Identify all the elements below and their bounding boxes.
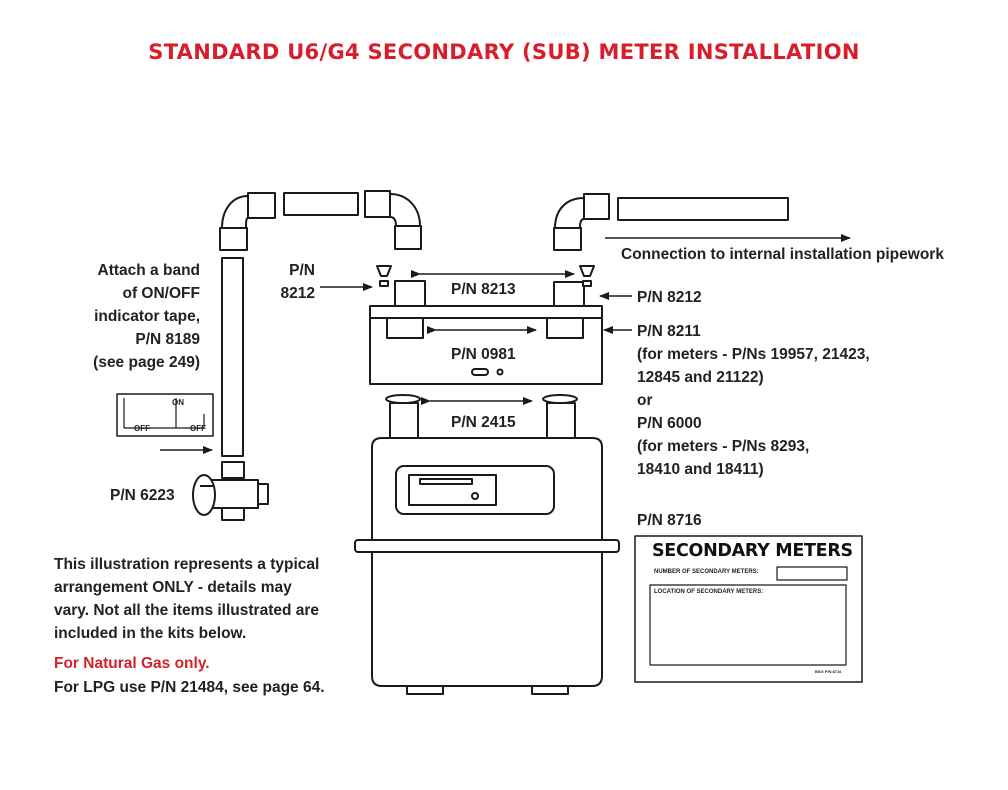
pn-8212-right-label: P/N 8212 — [637, 289, 702, 306]
card-location-label: LOCATION OF SECONDARY METERS: — [654, 589, 764, 595]
pn-8716-label: P/N 8716 — [637, 512, 702, 529]
elbow-left — [219, 192, 276, 251]
pn-0981-label: P/N 0981 — [451, 346, 516, 363]
unions-8213 — [376, 265, 595, 307]
elbow-center — [364, 190, 422, 250]
indicator-tape — [116, 393, 214, 437]
meter-spigots-2415 — [385, 394, 578, 439]
pn-8213-label: P/N 8213 — [451, 281, 516, 298]
connection-label: Connection to internal installation pipe… — [621, 246, 944, 263]
pn-8211-block: P/N 8211 (for meters - P/Ns 19957, 21423… — [637, 323, 870, 478]
card-title: SECONDARY METERS — [652, 541, 853, 561]
natural-gas-note: For Natural Gas only. — [54, 655, 210, 672]
band-note: Attach a band of ON/OFF indicator tape, … — [93, 262, 200, 371]
meter-bracket-0981 — [369, 305, 603, 385]
card-number-label: NUMBER OF SECONDARY METERS: — [654, 569, 759, 575]
tape-off-label: OFF — [134, 424, 150, 433]
tape-off2-label: OFF — [190, 424, 206, 433]
card-code: BSG P/N 8716 — [815, 669, 842, 674]
pn-2415-label: P/N 2415 — [451, 414, 516, 431]
page-title: STANDARD U6/G4 SECONDARY (SUB) METER INS… — [148, 40, 860, 64]
pn-8212-left-label: P/N 8212 — [280, 262, 315, 302]
pipe-top-right — [617, 197, 789, 221]
elbow-right — [553, 193, 610, 251]
disclaimer-text: This illustration represents a typical a… — [54, 556, 320, 642]
tape-on-label: ON — [172, 398, 184, 407]
gas-meter — [354, 437, 620, 695]
valve-6223 — [192, 461, 269, 521]
pipe-vertical — [221, 257, 244, 457]
secondary-meters-card — [634, 535, 863, 683]
lpg-note: For LPG use P/N 21484, see page 64. — [54, 679, 325, 696]
pipe-top-left — [283, 192, 359, 216]
pn-6223-label: P/N 6223 — [110, 487, 175, 504]
